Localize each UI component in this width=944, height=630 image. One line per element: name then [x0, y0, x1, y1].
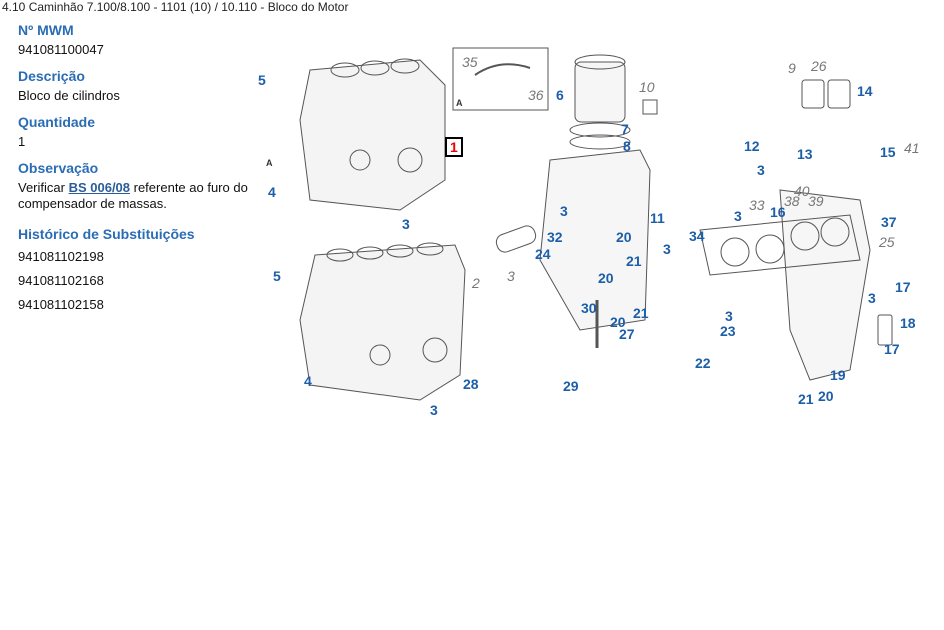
callout-3[interactable]: 3	[663, 241, 671, 257]
callout-36[interactable]: 36	[528, 87, 544, 103]
callout-38[interactable]: 38	[784, 193, 800, 209]
callout-41[interactable]: 41	[904, 140, 920, 156]
callout-28[interactable]: 28	[463, 376, 479, 392]
callout-3[interactable]: 3	[734, 208, 742, 224]
callout-2[interactable]: 2	[472, 275, 480, 291]
callout-13[interactable]: 13	[797, 146, 813, 162]
callout-24[interactable]: 24	[535, 246, 551, 262]
callout-5[interactable]: 5	[258, 72, 266, 88]
description-label: Descrição	[18, 68, 85, 84]
callout-3[interactable]: 3	[430, 402, 438, 418]
observation-text: Verificar	[18, 180, 69, 195]
callout-22[interactable]: 22	[695, 355, 711, 371]
callout-33[interactable]: 33	[749, 197, 765, 213]
history-item[interactable]: 941081102158	[18, 297, 104, 312]
callout-20[interactable]: 20	[616, 229, 632, 245]
description-value: Bloco de cilindros	[18, 88, 120, 103]
callout-3[interactable]: 3	[868, 290, 876, 306]
callout-3[interactable]: 3	[725, 308, 733, 324]
callout-9[interactable]: 9	[788, 60, 796, 76]
observation-text-end: referente ao furo do compensador de mass…	[18, 180, 248, 211]
callout-15[interactable]: 15	[880, 144, 896, 160]
callout-4[interactable]: 4	[304, 373, 312, 389]
callout-34[interactable]: 34	[689, 228, 705, 244]
callout-21[interactable]: 21	[626, 253, 642, 269]
callout-18[interactable]: 18	[900, 315, 916, 331]
observation-label: Observação	[18, 160, 99, 176]
engine-block-bottom	[299, 242, 466, 401]
callout-25[interactable]: 25	[879, 234, 895, 250]
callout-20[interactable]: 20	[610, 314, 626, 330]
callout-selected-1[interactable]: 1	[445, 137, 463, 157]
callout-6[interactable]: 6	[556, 87, 564, 103]
callout-8[interactable]: 8	[623, 138, 631, 154]
bulletin-link[interactable]: BS 006/08	[68, 180, 131, 195]
quantity-value: 1	[18, 134, 26, 149]
history-item[interactable]: 941081102198	[18, 249, 104, 264]
history-label: Histórico de Substituições	[18, 226, 195, 242]
history-item[interactable]: 941081102168	[18, 273, 104, 288]
callout-35[interactable]: 35	[462, 54, 478, 70]
callout-20[interactable]: 20	[818, 388, 834, 404]
callout-26[interactable]: 26	[811, 58, 827, 74]
sensor-inset-box	[452, 47, 549, 111]
callout-20[interactable]: 20	[598, 270, 614, 286]
callout-23[interactable]: 23	[720, 323, 736, 339]
callout-16[interactable]: 16	[770, 204, 786, 220]
callout-19[interactable]: 19	[830, 367, 846, 383]
breadcrumb: 4.10 Caminhão 7.100/8.100 - 1101 (10) / …	[2, 0, 349, 14]
callout-3[interactable]: 3	[757, 162, 765, 178]
callout-3[interactable]: 3	[402, 216, 410, 232]
callout-17[interactable]: 17	[895, 279, 911, 295]
part-info-panel: Nº MWM 941081100047 Descrição Bloco de c…	[18, 22, 258, 314]
mwm-label: Nº MWM	[18, 22, 74, 38]
callout-7[interactable]: 7	[621, 121, 629, 137]
callout-30[interactable]: 30	[581, 300, 597, 316]
callout-39[interactable]: 39	[808, 193, 824, 209]
callout-11[interactable]: 11	[650, 210, 665, 226]
callout-10[interactable]: 10	[639, 79, 655, 95]
callout-29[interactable]: 29	[563, 378, 579, 394]
callout-14[interactable]: 14	[857, 83, 873, 99]
mwm-value: 941081100047	[18, 42, 104, 57]
exploded-parts-diagram: 5 4 3 5 4 3 6 7 8 12 14 13 15 3 3 16 11 …	[250, 30, 940, 430]
callout-27[interactable]: 27	[619, 326, 635, 342]
callout-37[interactable]: 37	[881, 214, 897, 230]
quantity-label: Quantidade	[18, 114, 96, 130]
callout-3[interactable]: 3	[507, 268, 515, 284]
callout-12[interactable]: 12	[744, 138, 760, 154]
observation-value: Verificar BS 006/08 referente ao furo do…	[18, 180, 258, 212]
callout-40[interactable]: 40	[794, 183, 810, 199]
head-gaskets	[699, 214, 861, 276]
callout-3[interactable]: 3	[560, 203, 568, 219]
engine-drawing	[299, 47, 893, 401]
cylinder-liner	[574, 54, 626, 123]
callout-17[interactable]: 17	[884, 341, 900, 357]
callout-32[interactable]: 32	[547, 229, 563, 245]
callout-21[interactable]: 21	[798, 391, 814, 407]
callout-4[interactable]: 4	[268, 184, 276, 200]
view-a-marker: A	[266, 158, 273, 168]
callout-21[interactable]: 21	[633, 305, 649, 321]
view-a-label: A	[456, 98, 463, 108]
callout-5[interactable]: 5	[273, 268, 281, 284]
engine-block-top	[299, 58, 446, 211]
